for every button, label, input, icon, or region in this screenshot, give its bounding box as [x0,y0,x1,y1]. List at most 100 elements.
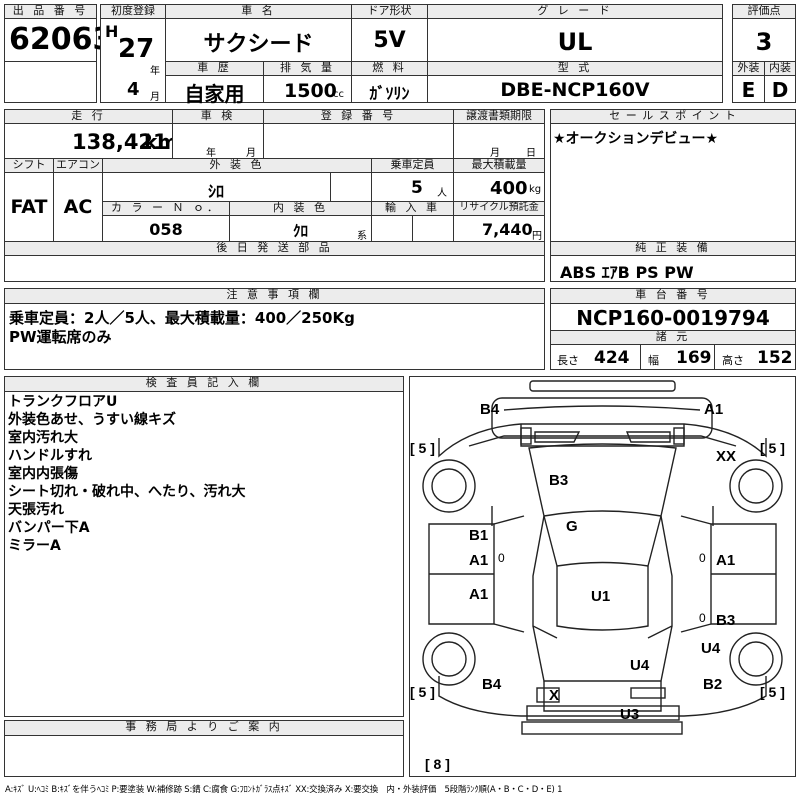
tire-fr: [ 5 ] [760,440,785,456]
later-parts-label: 後 日 発 送 部 品 [4,241,545,256]
car-diagram [422,380,783,735]
length-label: 長さ [557,354,579,367]
ext-grade: E [741,78,756,102]
colorno-label: カ ラ ー Ｎ ｏ． [102,201,230,216]
mark-b4-bottom: B4 [482,676,502,693]
equipment-cell [550,255,796,282]
disp-label: 排 気 量 [263,61,352,76]
recycle-label: リサイクル預託金 [453,201,545,216]
sales-point: ★オークションデビュー★ [553,131,719,147]
int-grade: D [771,78,789,102]
mileage-label: 走 行 [4,109,173,124]
equipment: ABS ｴｱB PS PW [560,263,694,282]
inspector-cell [4,391,404,717]
grade-label: グ レ ー ド [427,4,723,19]
mark-a1-right-1: A1 [716,552,736,569]
color-divider [330,172,331,202]
ext-label: 外装 [732,61,765,76]
lot-number-label: 出 品 番 号 [4,4,97,19]
inspector-note: トランクフロアU [8,394,118,410]
inspector-note: 天張汚れ [8,502,64,518]
color-label: 外 装 色 [102,158,372,173]
disp-cell [263,75,352,103]
mark-x: X [549,687,560,704]
color: ｼﾛ [207,182,224,201]
caution-cell [4,303,545,370]
inspector-note: シート切れ・破れ中、へたり、汚れ大 [8,484,246,500]
mark-u4-right: U4 [701,640,721,657]
office-label: 事 務 局 よ り ご 案 内 [4,720,404,736]
mark-xx: XX [716,448,737,465]
mark-b2: B2 [703,676,723,693]
caution-label: 注 意 事 項 欄 [4,288,545,304]
inspector-note: 外装色あせ、うすい線キズ [8,412,176,428]
tire-rr: [ 5 ] [760,684,785,700]
month-unit: 月 [150,92,160,103]
sales-point-cell [550,123,796,243]
mark-zero-right-2: 0 [699,611,706,625]
mark-a1-top: A1 [704,401,724,418]
capacity-unit: 人 [437,188,447,199]
specs-divider-2 [714,344,715,370]
mark-u1: U1 [591,588,611,605]
office-cell [4,735,404,777]
mark-b4-top: B4 [480,401,500,418]
width-label: 幅 [648,354,659,367]
reg-no-label: 登 録 番 号 [263,109,454,124]
car-name: サクシード [203,32,314,57]
capacity-label: 乗車定員 [371,158,454,173]
intcolor-cell [229,215,372,242]
disp-unit: cc [333,89,344,100]
inspector-note: ハンドルすれ [8,448,92,464]
shift: FAT [10,196,48,218]
import-label: 輸 入 車 [371,201,454,216]
length: 424 [594,348,630,368]
inspector-note: 室内内張傷 [8,466,78,482]
insp-month-unit: 月 [246,148,256,159]
capacity: 5 [411,178,423,198]
mark-g: G [566,518,578,535]
reg-no-cell [263,123,454,159]
caution-line-2: PW運転席のみ [9,328,112,346]
interior-color: ｸﾛ [292,222,308,240]
history-cell [165,75,264,103]
caution-line-1: 乗車定員：2人／5人、最大積載量：400／250Kg [9,309,355,327]
lot-number: 62063 [9,22,114,57]
int-label: 内装 [764,61,796,76]
transfer-month-unit: 月 [490,148,500,159]
door-type: 5V [373,28,406,53]
chassis-label: 車 台 番 号 [550,288,796,304]
ac: AC [63,196,93,218]
score-label: 評価点 [732,4,796,19]
recycle-unit: 円 [532,231,542,242]
mark-a1-left-2: A1 [469,586,489,603]
specs-divider-1 [640,344,641,370]
mark-u4-center: U4 [630,657,650,674]
mark-zero-left: 0 [498,551,505,565]
inspector-note: ミラーA [8,538,61,554]
transfer-label: 譲渡書類期限 [453,109,545,124]
fuel: ｶﾞｿﾘﾝ [369,84,410,103]
recycle-fee: 7,440 [482,220,533,239]
color-number: 058 [149,220,183,239]
sales-point-label: セ ー ル ス ポ イ ン ト [550,109,796,124]
grade: UL [557,28,593,56]
width: 169 [676,348,712,368]
lot-spacer [4,61,97,103]
door-label: ドア形状 [351,4,428,19]
chassis-number: NCP160-0019794 [576,306,770,330]
mark-zero-right-1: 0 [699,551,706,565]
history: 自家用 [184,82,245,106]
fuel-cell [351,75,428,103]
first-reg-label: 初度登録 [100,4,166,19]
mark-a1-left-1: A1 [469,552,489,569]
model-label: 型 式 [427,61,723,76]
shift-label: シフト [4,158,54,173]
intcolor-unit: 系 [357,231,367,242]
mark-b3-right: B3 [716,612,736,629]
inspector-note: バンパー下A [8,520,90,536]
inspection-label: 車 検 [172,109,264,124]
height-label: 高さ [722,354,744,367]
maxload-unit: kg [529,184,542,195]
first-reg-cell [100,4,166,103]
